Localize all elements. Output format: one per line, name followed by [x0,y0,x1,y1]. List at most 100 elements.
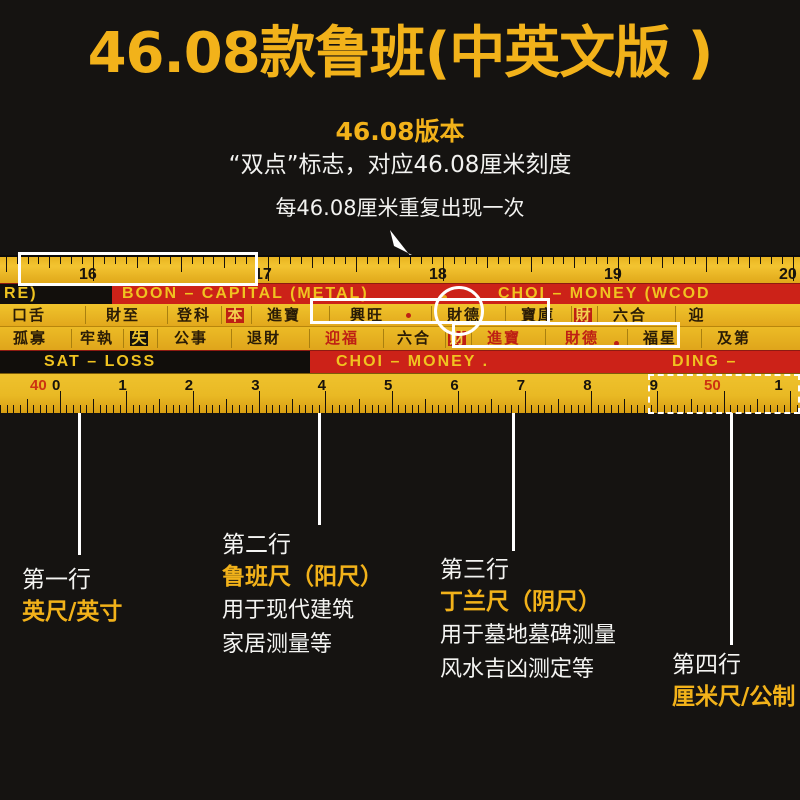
cm-tick [199,405,200,413]
inch-number: 16 [79,266,97,283]
ruler-cell: 財德 [546,327,616,350]
ruler-cell: 進寶 [252,304,314,326]
subtitle-line-1: “双点”标志，对应46.08厘米刻度 [228,152,572,178]
cm-tick [505,405,506,413]
cm-number: 1 [118,377,127,394]
ruler-char: 及 [716,329,732,347]
english-label-choi-money-2: CHOI – MONEY . [336,353,490,370]
cm-tick [757,399,758,413]
ruler-cell: 登科 [168,304,218,326]
ruler-char: 興 [349,305,365,324]
ruler-char: 六 [612,305,628,324]
inch-tick [596,257,597,264]
cm-number: 50 [704,377,721,394]
inch-tick [137,257,138,268]
highlight-inch-row [18,252,258,286]
inch-tick [235,257,236,264]
ruler-char: 寡 [30,329,46,347]
english-label-ding: DING – [672,353,738,370]
ruler-char: 退 [246,329,262,347]
cm-tick [266,405,267,413]
ruler-cell: 公事 [158,327,222,350]
cm-tick [120,405,121,413]
leader-line-row-1 [78,413,81,555]
ruler-cell: 財至 [86,304,158,326]
cm-tick [591,391,592,413]
inch-tick [356,257,357,272]
inch-tick [93,257,94,281]
ruler-char: 寶 [520,305,536,324]
cm-tick [146,405,147,413]
cm-tick [33,405,34,413]
cm-tick [478,405,479,413]
inch-tick [618,257,619,281]
ruler-char: 財 [564,329,580,347]
english-label-choi-money: CHOI – MONEY (WCOD [498,285,711,302]
inch-tick [782,257,783,264]
cm-tick [305,405,306,413]
cm-number: 4 [317,377,326,394]
inch-tick [531,257,532,272]
cm-tick [518,405,519,413]
cm-number: 0 [52,377,61,394]
cell-divider [431,306,432,324]
cm-tick [704,405,705,413]
cm-tick [644,405,645,413]
ruler-dinglan-row: 孤寡牢執失公事退財迎福六合財進寶財德福星及第 [0,326,800,350]
cm-tick [691,399,692,413]
cm-tick [744,405,745,413]
cell-divider [329,306,330,324]
cell-divider [445,329,446,348]
highlight-double-dot-marker [434,286,484,336]
inch-tick [378,257,379,264]
cm-tick [392,391,393,413]
cm-tick [531,405,532,413]
highlight-dinglan-row [452,322,680,348]
ruler-char: 進 [486,329,502,347]
ruler-cell: 及第 [702,327,764,350]
ruler-char: 合 [630,305,646,324]
annotation-3-desc-1: 用于墓地墓碑测量 [440,623,617,648]
cm-tick [564,405,565,413]
annotation-4-row-label: 第四行 [672,652,741,678]
inch-tick [159,257,160,264]
cm-tick [385,405,386,413]
annotation-row-3: 第三行 丁兰尺（阴尺） 用于墓地墓碑测量 风水吉凶测定等 [440,555,616,687]
cm-tick [724,391,725,413]
cm-tick [657,391,658,413]
cell-divider [221,306,222,324]
cm-tick [544,405,545,413]
inch-tick [585,257,586,264]
cell-divider [627,329,628,348]
cm-tick [604,405,605,413]
ruler-char: 福 [642,329,658,347]
cm-tick [425,399,426,413]
cm-tick [80,405,81,413]
cm-tick [398,405,399,413]
cm-tick [292,399,293,413]
cm-tick [372,405,373,413]
cm-tick [133,405,134,413]
ruler-char: 迎 [688,305,704,324]
cm-tick [219,405,220,413]
cell-divider [309,329,310,348]
cell-divider [157,329,158,348]
ruler-char: 旺 [367,305,383,324]
inch-tick [640,257,641,264]
cm-tick [651,405,652,413]
cm-tick [365,405,366,413]
cell-divider [123,329,124,348]
annotation-3-name: 丁兰尺（阴尺） [440,589,601,615]
inch-tick [717,257,718,264]
cm-tick [53,405,54,413]
inch-tick [268,257,269,281]
inch-tick [246,257,247,264]
ruler-char: 合 [414,329,430,347]
inch-tick [738,257,739,264]
cm-tick [677,405,678,413]
cm-tick [598,405,599,413]
annotation-3-desc-2: 风水吉凶测定等 [440,657,595,682]
ruler-char: 事 [191,329,207,347]
cm-tick [139,405,140,413]
